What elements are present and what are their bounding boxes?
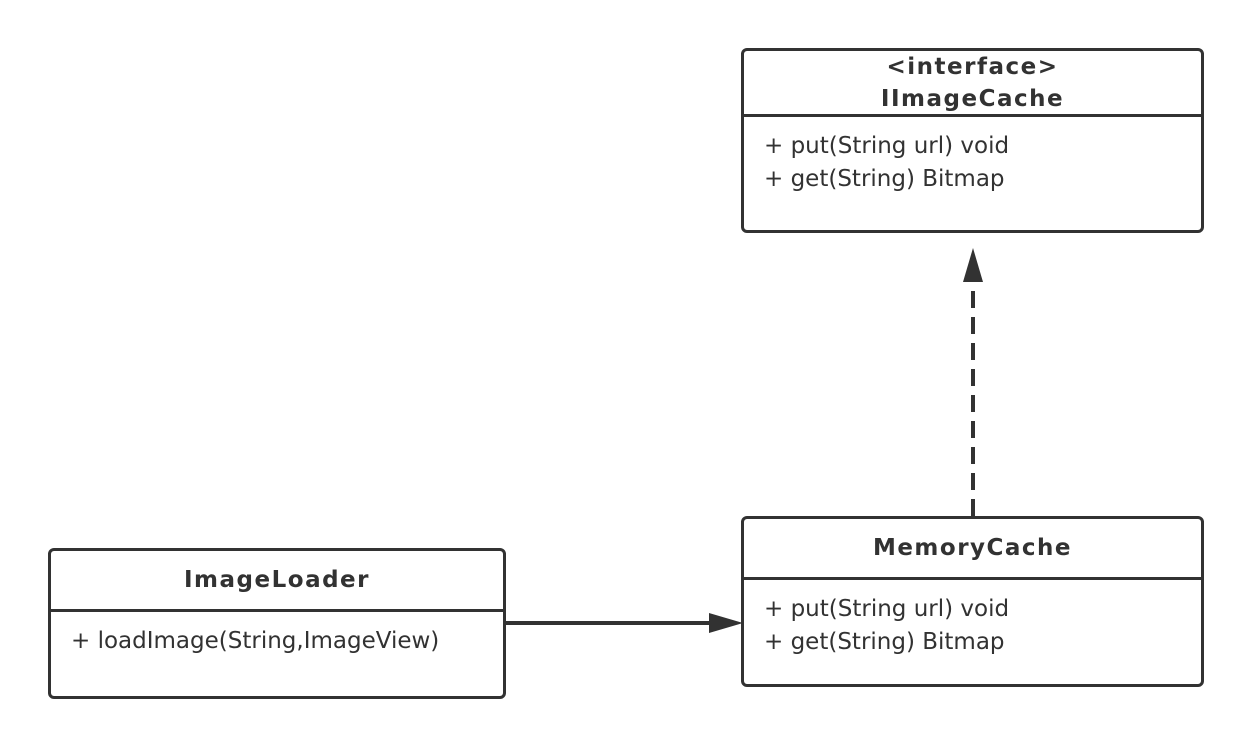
class-member: + put(String url) void bbox=[764, 133, 1010, 159]
association-arrowhead bbox=[709, 613, 743, 633]
class-members: + put(String url) void + get(String) Bit… bbox=[744, 580, 1201, 659]
class-name: IImageCache bbox=[880, 85, 1065, 112]
class-members: + loadImage(String,ImageView) bbox=[51, 612, 503, 658]
class-member: + loadImage(String,ImageView) bbox=[71, 628, 440, 654]
class-name: MemoryCache bbox=[872, 535, 1073, 561]
class-name: ImageLoader bbox=[184, 567, 370, 593]
class-header: <interface> IImageCache bbox=[744, 51, 1201, 117]
class-box-memorycache[interactable]: MemoryCache + put(String url) void + get… bbox=[741, 516, 1204, 687]
class-members: + put(String url) void + get(String) Bit… bbox=[744, 117, 1201, 196]
class-box-iimagecache[interactable]: <interface> IImageCache + put(String url… bbox=[741, 48, 1204, 233]
class-header: MemoryCache bbox=[744, 519, 1201, 580]
realization-arrowhead bbox=[963, 248, 983, 282]
class-member: + get(String) Bitmap bbox=[764, 629, 1005, 655]
class-header: ImageLoader bbox=[51, 551, 503, 612]
class-member: + get(String) Bitmap bbox=[764, 166, 1005, 192]
class-stereotype: <interface> bbox=[886, 53, 1059, 80]
class-box-imageloader[interactable]: ImageLoader + loadImage(String,ImageView… bbox=[48, 548, 506, 699]
class-member: + put(String url) void bbox=[764, 596, 1010, 622]
